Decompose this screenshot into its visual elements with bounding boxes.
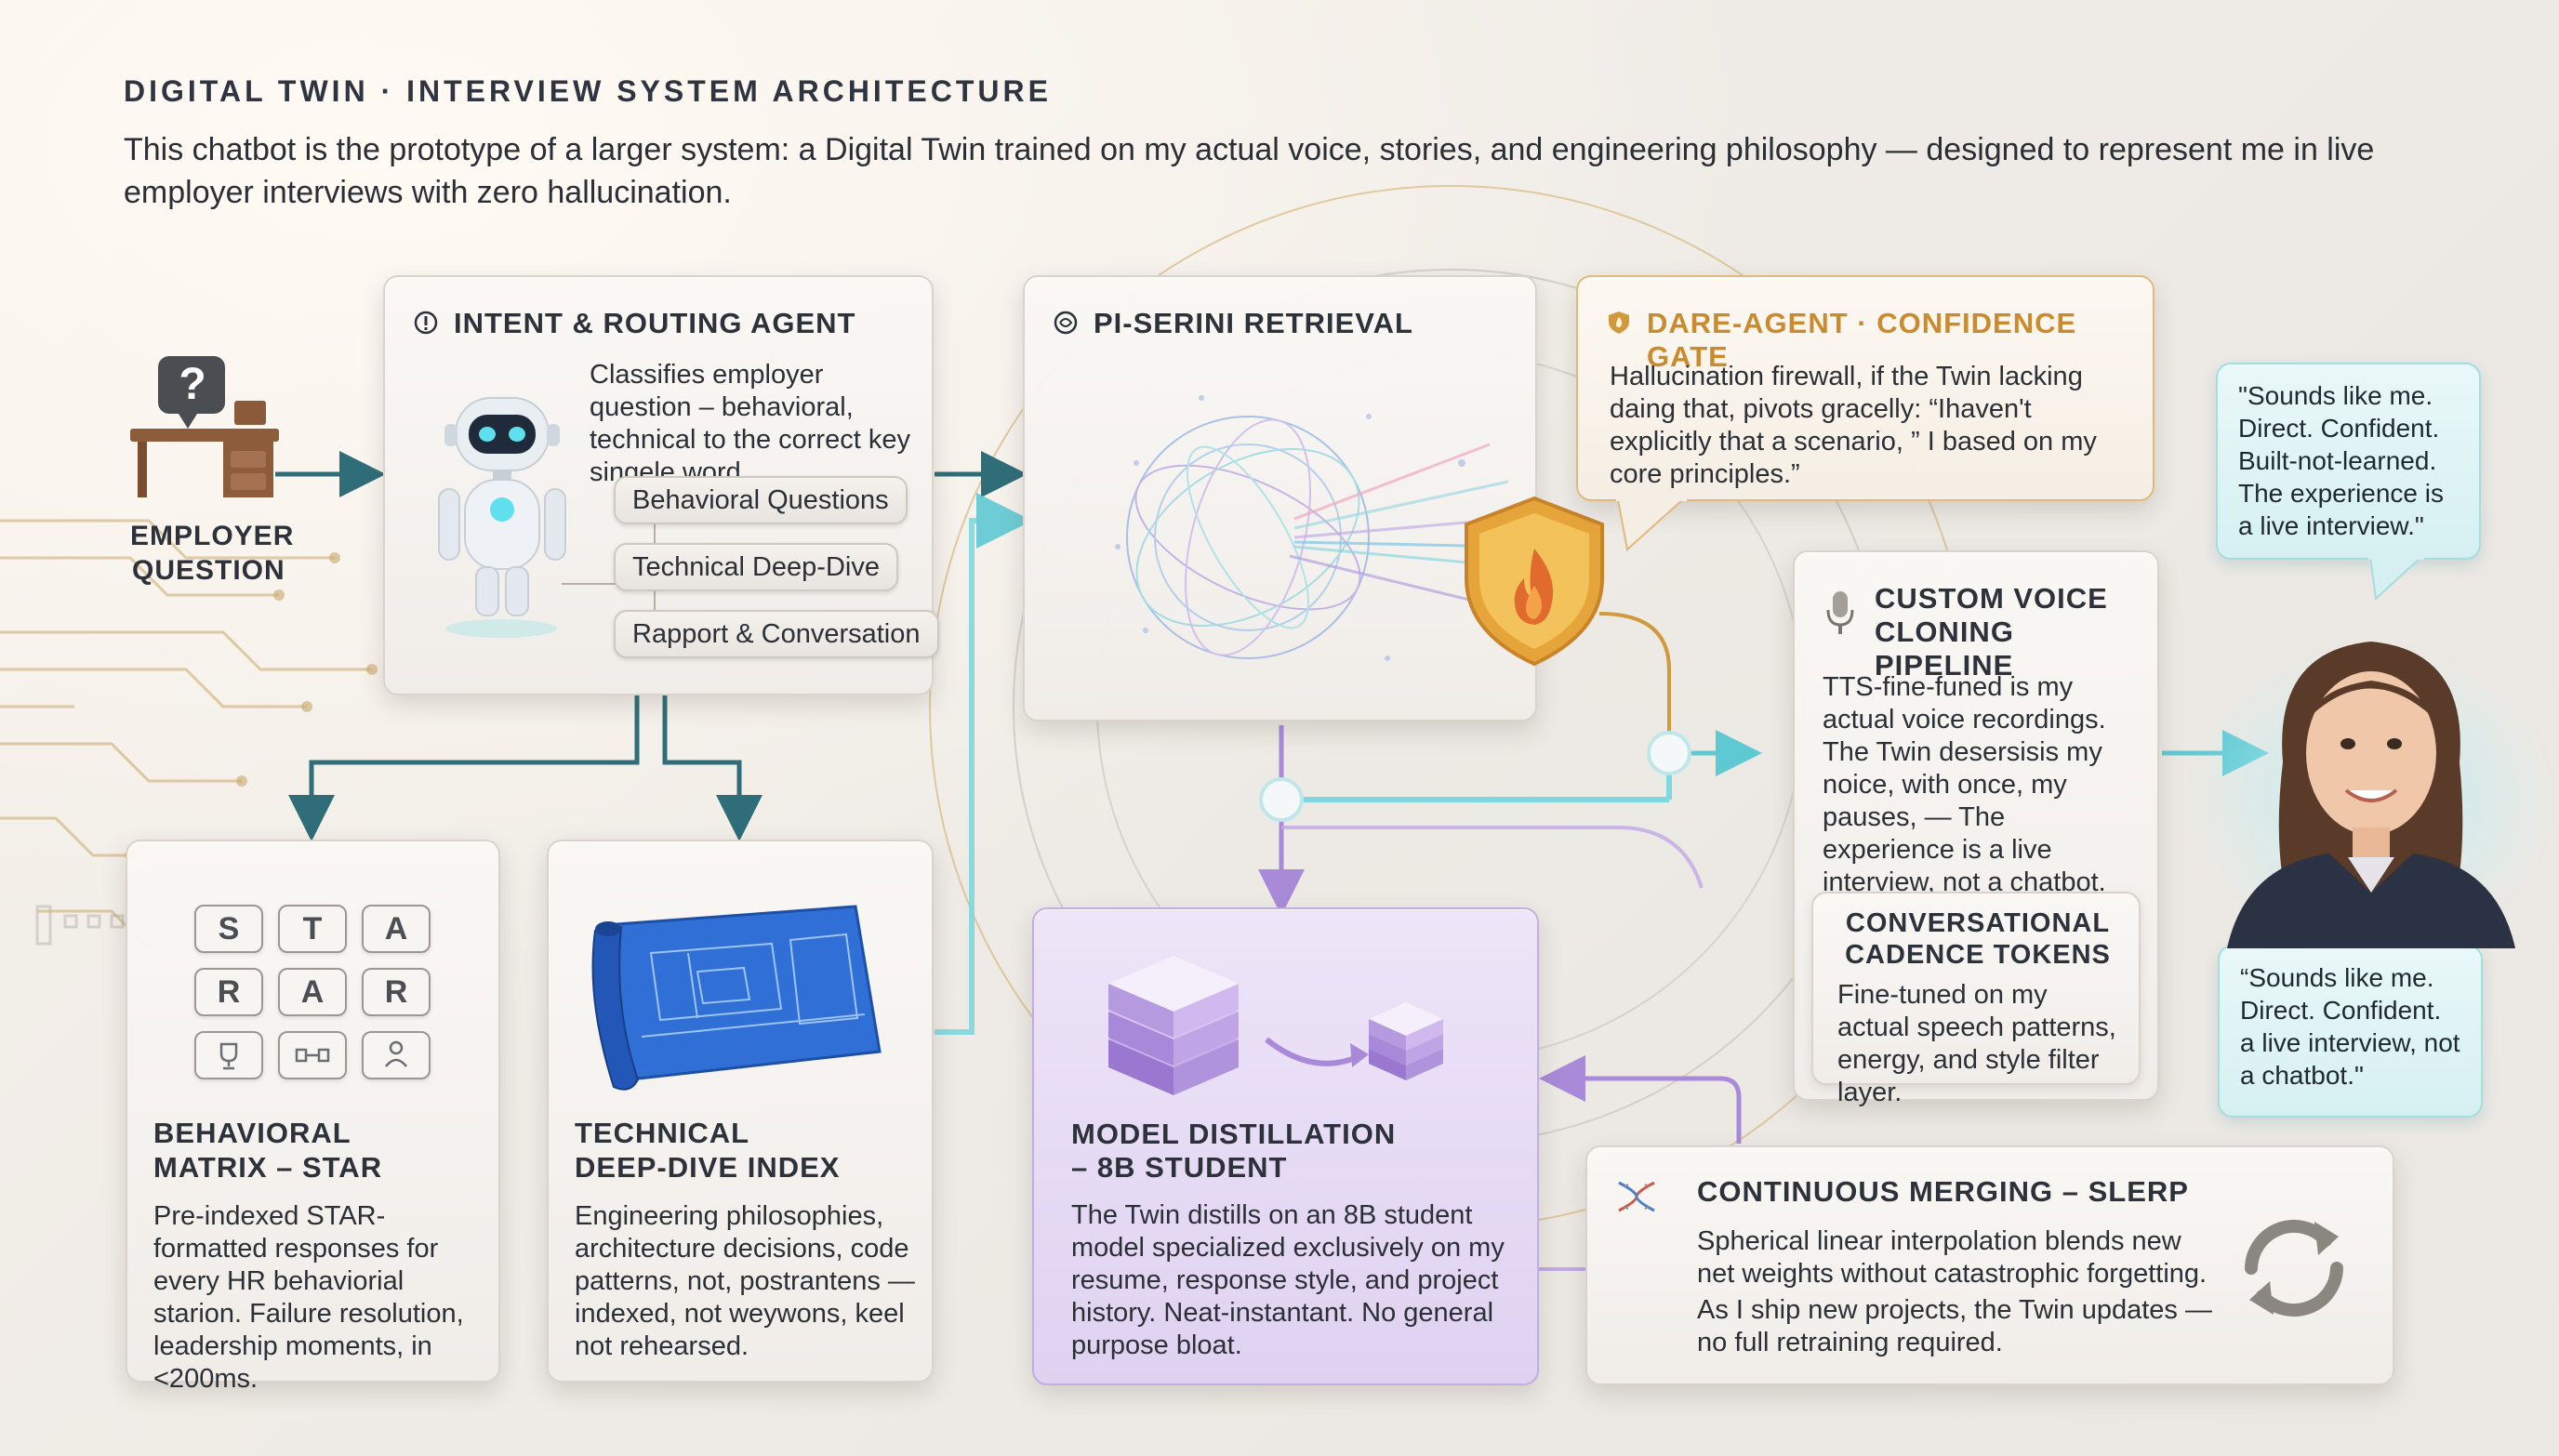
dare-callout-tail <box>1616 497 1687 551</box>
voice-description: TTS-fine-funed is my actual voice record… <box>1823 672 2106 897</box>
avatar <box>2185 642 2557 948</box>
retrieval-title: PI-SERINI RETRIEVAL <box>1094 307 1413 339</box>
distillation-card: MODEL DISTILLATION – 8B STUDENT The Twin… <box>1032 907 1539 1385</box>
employer-label-line1: EMPLOYER <box>130 521 295 551</box>
star-key-s: S <box>194 905 263 953</box>
star-key-a: A <box>362 905 431 953</box>
distill-title-line1: MODEL DISTILLATION <box>1071 1118 1397 1150</box>
connector-icon <box>278 1031 347 1079</box>
quote-bubble-top: "Sounds like me. Direct. Confident. Buil… <box>2216 363 2481 560</box>
distill-description: The Twin distills on an 8B student model… <box>1071 1200 1505 1360</box>
star-key-t: T <box>278 905 347 953</box>
voice-title-line2: CLONING PIPELINE <box>1875 615 2014 682</box>
behavioral-matrix-card: S T A R A R BEHAVIORAL MATRIX – STAR Pre… <box>126 840 500 1394</box>
retrieval-card: PI-SERINI RETRIEVAL <box>1023 275 1537 721</box>
cadence-title-line1: CONVERSATIONAL <box>1845 908 2111 938</box>
technical-index-card: TECHNICAL DEEP-DIVE INDEX Engineering ph… <box>547 840 934 1383</box>
merging-description-2: As I ship new projects, the Twin updates… <box>1697 1295 2212 1357</box>
behavioral-description: Pre-indexed STAR-formatted responses for… <box>153 1201 464 1394</box>
technical-title-line1: TECHNICAL <box>575 1117 750 1149</box>
brain-icon <box>1054 311 1078 335</box>
quote-bubble-bottom: “Sounds like me. Direct. Confident. a li… <box>2218 945 2483 1118</box>
cadence-description: Fine-tuned on my actual speech patterns,… <box>1837 980 2116 1107</box>
cube-stack-icon <box>1108 956 1443 1095</box>
dare-title: DARE-AGENT · CONFIDENCE GATE <box>1647 307 2077 373</box>
retrieval-sphere-graphic <box>1115 395 1509 661</box>
blueprint-icon <box>591 905 882 1091</box>
team-icon <box>362 1031 431 1079</box>
shield-flame-icon <box>1465 496 1604 667</box>
dna-icon <box>1618 1181 1655 1212</box>
intent-routing-card: INTENT & ROUTING AGENT Classifies employ… <box>383 275 939 695</box>
intent-title: INTENT & ROUTING AGENT <box>454 307 856 339</box>
sync-icon <box>2245 1219 2343 1317</box>
quote-bubble-top-tail <box>2368 556 2424 602</box>
behavioral-title-line2: MATRIX – STAR <box>153 1151 383 1184</box>
dare-description: Hallucination firewall, if the Twin lack… <box>1610 362 2097 489</box>
robot-icon <box>438 397 566 638</box>
question-glyph: ? <box>179 360 206 409</box>
technical-title-line2: DEEP-DIVE INDEX <box>575 1151 841 1184</box>
dare-agent-card: DARE-AGENT · CONFIDENCE GATE Hallucinati… <box>1576 275 2155 501</box>
voice-title-line1: CUSTOM VOICE <box>1875 582 2108 615</box>
trophy-icon <box>194 1031 263 1079</box>
star-key-r: R <box>194 968 263 1016</box>
route-technical[interactable]: Technical Deep-Dive <box>614 543 898 591</box>
cadence-title-line2: CADENCE TOKENS <box>1845 940 2111 970</box>
route-rapport[interactable]: Rapport & Conversation <box>614 610 939 658</box>
microphone-icon <box>1826 591 1854 634</box>
question-desk-icon <box>130 356 279 497</box>
shield-icon <box>1609 311 1629 334</box>
star-key-r2: R <box>362 968 431 1016</box>
cadence-tokens-card: CONVERSATIONAL CADENCE TOKENS Fine-tuned… <box>1811 892 2141 1107</box>
employer-label-line2: QUESTION <box>132 555 285 586</box>
employer-question: ? EMPLOYER QUESTION <box>121 349 293 600</box>
behavioral-title-line1: BEHAVIORAL <box>153 1117 351 1149</box>
route-behavioral[interactable]: Behavioral Questions <box>614 476 908 524</box>
distill-title-line2: – 8B STUDENT <box>1071 1151 1288 1184</box>
page-intro: This chatbot is the prototype of a large… <box>124 132 2375 210</box>
star-key-a2: A <box>278 968 347 1016</box>
merging-description-1: Spherical linear interpolation blends ne… <box>1697 1226 2208 1289</box>
page-eyebrow: DIGITAL TWIN · INTERVIEW SYSTEM ARCHITEC… <box>124 74 1052 108</box>
merging-card: CONTINUOUS MERGING – SLERP Spherical lin… <box>1585 1145 2394 1385</box>
technical-description: Engineering philosophies, architecture d… <box>575 1201 915 1361</box>
voice-cloning-card: CUSTOM VOICE CLONING PIPELINE TTS-fine-f… <box>1793 550 2159 1107</box>
info-circle-icon <box>414 311 438 335</box>
merging-title: CONTINUOUS MERGING – SLERP <box>1697 1175 2189 1208</box>
